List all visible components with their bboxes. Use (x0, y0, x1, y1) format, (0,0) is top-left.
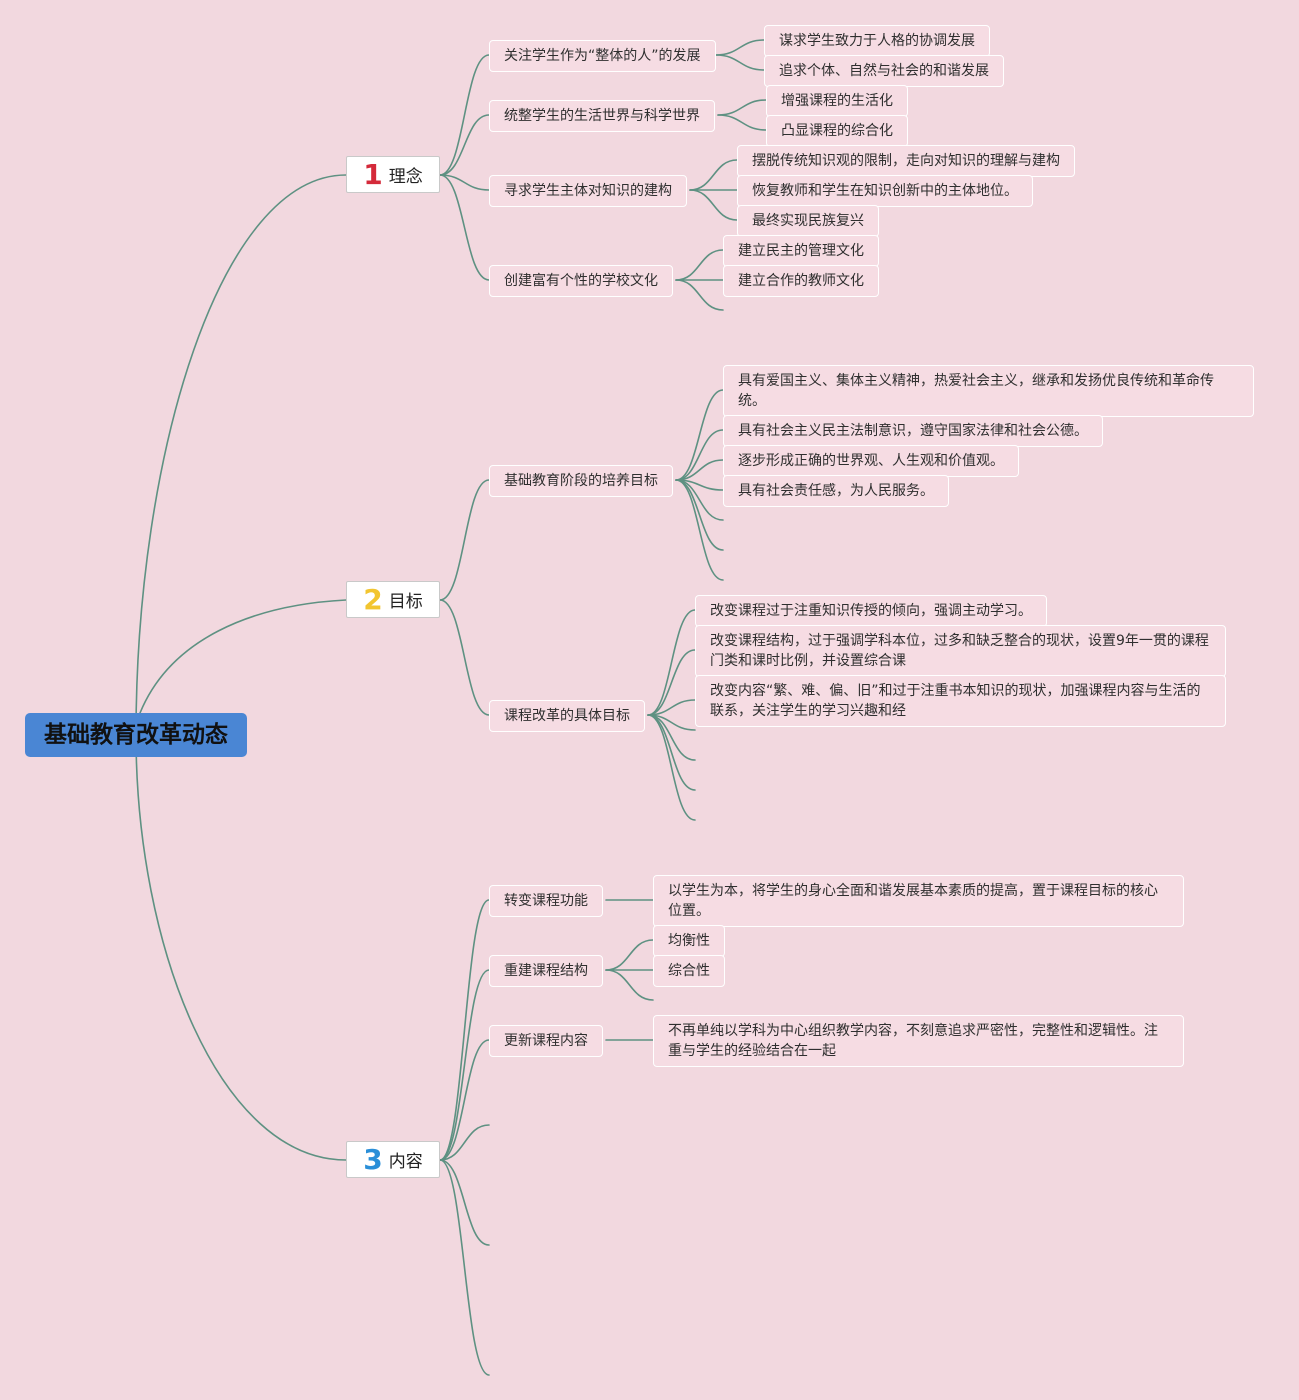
leaf-active-learning[interactable]: 改变课程过于注重知识传授的倾向，强调主动学习。 (695, 595, 1047, 627)
leaf-connector (675, 429, 724, 481)
leaf-connector (675, 479, 724, 581)
leaf-subject-centered[interactable]: 不再单纯以学科为中心组织教学内容，不刻意追求严密性，完整性和逻辑性。注重与学生的… (653, 1015, 1184, 1067)
branch-2-topic[interactable]: 2 目标 (346, 581, 440, 618)
number-1-icon: 1 (363, 157, 383, 191)
connector-lines (135, 39, 767, 1376)
subtopic-knowledge-construction[interactable]: 寻求学生主体对知识的建构 (489, 175, 687, 207)
subtopic-update-content[interactable]: 更新课程内容 (489, 1025, 603, 1057)
leaf-harmonious-development[interactable]: 追求个体、自然与社会的和谐发展 (764, 55, 1004, 87)
leaf-curriculum-integration[interactable]: 凸显课程的综合化 (766, 115, 908, 147)
branch-3-connector (439, 1039, 490, 1161)
leaf-connector (675, 279, 724, 311)
branch-1-connector (439, 174, 490, 281)
subtopic-training-goals[interactable]: 基础教育阶段的培养目标 (489, 465, 673, 497)
branch-3-connector (439, 899, 490, 1161)
branch-1-topic[interactable]: 1 理念 (346, 156, 440, 193)
leaf-connector (647, 609, 696, 716)
branch-3-connector (439, 1159, 490, 1246)
leaf-curriculum-content[interactable]: 改变内容“繁、难、偏、旧”和过于注重书本知识的现状，加强课程内容与生活的联系，关… (695, 675, 1226, 727)
leaf-connector (605, 939, 654, 971)
branch-1-connector (439, 174, 490, 191)
branch-3-label: 内容 (388, 1152, 423, 1172)
leaf-worldview[interactable]: 逐步形成正确的世界观、人生观和价值观。 (723, 445, 1019, 477)
leaf-democratic-management[interactable]: 建立民主的管理文化 (723, 235, 879, 267)
leaf-cooperative-teachers[interactable]: 建立合作的教师文化 (723, 265, 879, 297)
branch-1-connector (439, 54, 490, 176)
subtopic-life-science-world[interactable]: 统整学生的生活世界与科学世界 (489, 100, 715, 132)
root-connector-line (135, 174, 347, 736)
subtopic-rebuild-structure[interactable]: 重建课程结构 (489, 955, 603, 987)
leaf-legal-awareness[interactable]: 具有社会主义民主法制意识，遵守国家法律和社会公德。 (723, 415, 1103, 447)
leaf-connector (675, 249, 724, 281)
leaf-curriculum-structure[interactable]: 改变课程结构，过于强调学科本位，过多和缺乏整合的现状，设置9年一贯的课程门类和课… (695, 625, 1226, 677)
leaf-connector (647, 714, 696, 821)
branch-3-connector (439, 969, 490, 1161)
leaf-connector (605, 969, 654, 1001)
leaf-social-responsibility[interactable]: 具有社会责任感，为人民服务。 (723, 475, 949, 507)
branch-2-connector (439, 599, 490, 716)
leaf-connector (675, 389, 724, 481)
number-2-icon: 2 (363, 582, 383, 616)
leaf-comprehensive[interactable]: 综合性 (653, 955, 725, 987)
subtopic-change-function[interactable]: 转变课程功能 (489, 885, 603, 917)
leaf-connector (689, 189, 738, 221)
subtopic-reform-goals[interactable]: 课程改革的具体目标 (489, 700, 645, 732)
leaf-connector (717, 114, 767, 131)
leaf-connector (647, 649, 696, 716)
leaf-personality-development[interactable]: 谋求学生致力于人格的协调发展 (764, 25, 990, 57)
leaf-connector (689, 159, 738, 191)
leaf-connector (675, 459, 724, 481)
leaf-patriotism[interactable]: 具有爱国主义、集体主义精神，热爱社会主义，继承和发扬优良传统和革命传统。 (723, 365, 1254, 417)
leaf-connector (717, 99, 767, 116)
branch-1-label: 理念 (388, 167, 423, 187)
branch-3-connector (439, 1124, 490, 1161)
leaf-connector (675, 479, 724, 551)
leaf-national-revival[interactable]: 最终实现民族复兴 (737, 205, 879, 237)
leaf-restore-subject[interactable]: 恢复教师和学生在知识创新中的主体地位。 (737, 175, 1033, 207)
leaf-student-centered[interactable]: 以学生为本，将学生的身心全面和谐发展基本素质的提高，置于课程目标的核心位置。 (653, 875, 1184, 927)
leaf-connector (715, 39, 765, 56)
subtopic-whole-person[interactable]: 关注学生作为“整体的人”的发展 (489, 40, 716, 72)
branch-3-topic[interactable]: 3 内容 (346, 1141, 440, 1178)
number-3-icon: 3 (363, 1142, 383, 1176)
root-connector-line (135, 734, 347, 1161)
branch-3-connector (439, 1159, 490, 1376)
leaf-connector (647, 714, 696, 791)
leaf-connector (715, 54, 765, 71)
leaf-break-tradition[interactable]: 摆脱传统知识观的限制，走向对知识的理解与建构 (737, 145, 1075, 177)
branch-2-connector (439, 479, 490, 601)
leaf-curriculum-life[interactable]: 增强课程的生活化 (766, 85, 908, 117)
root-topic[interactable]: 基础教育改革动态 (25, 713, 247, 757)
subtopic-school-culture[interactable]: 创建富有个性的学校文化 (489, 265, 673, 297)
leaf-balance[interactable]: 均衡性 (653, 925, 725, 957)
root-connector-line (139, 599, 347, 714)
branch-2-label: 目标 (388, 592, 423, 612)
branch-1-connector (439, 114, 490, 176)
